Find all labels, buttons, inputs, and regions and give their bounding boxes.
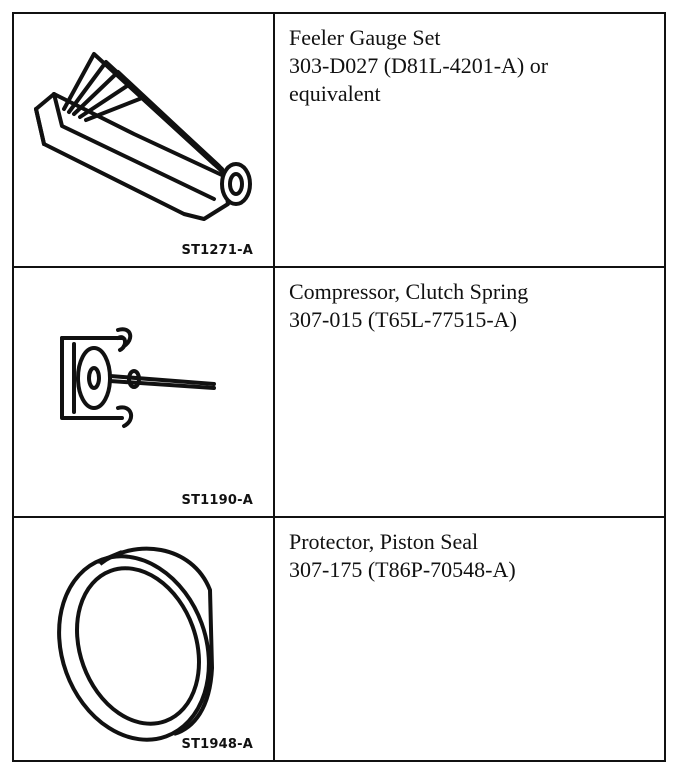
tool-row-piston-seal-protector: ST1948-A Protector, Piston Seal 307-175 … [14, 516, 664, 760]
tool-name: Feeler Gauge Set [289, 25, 441, 50]
illustration-cell: ST1271-A [14, 14, 275, 266]
piston-seal-protector-illustration [57, 546, 214, 742]
tool-number: 307-015 (T65L-77515-A) [289, 307, 517, 332]
tool-number: 307-175 (T86P-70548-A) [289, 557, 516, 582]
special-tools-table: ST1271-A Feeler Gauge Set 303-D027 (D81L… [12, 12, 666, 762]
clutch-spring-compressor-illustration [60, 327, 216, 428]
illustration-cell: ST1190-A [14, 268, 275, 516]
figure-code: ST1190-A [181, 493, 253, 508]
description-cell: Protector, Piston Seal 307-175 (T86P-705… [275, 518, 664, 760]
tool-name: Protector, Piston Seal [289, 529, 479, 554]
description-cell: Feeler Gauge Set 303-D027 (D81L-4201-A) … [275, 14, 664, 266]
description-cell: Compressor, Clutch Spring 307-015 (T65L-… [275, 268, 664, 516]
tool-number: 303-D027 (D81L-4201-A) or [289, 53, 549, 78]
figure-code: ST1948-A [181, 737, 253, 752]
tool-note: equivalent [289, 81, 381, 106]
figure-code: ST1271-A [181, 243, 253, 258]
illustration-cell: ST1948-A [14, 518, 275, 760]
feeler-gauge-set-illustration [34, 52, 252, 221]
tool-name: Compressor, Clutch Spring [289, 279, 529, 304]
tool-row-feeler-gauge: ST1271-A Feeler Gauge Set 303-D027 (D81L… [14, 14, 664, 266]
tool-row-clutch-spring-compressor: ST1190-A Compressor, Clutch Spring 307-0… [14, 266, 664, 516]
